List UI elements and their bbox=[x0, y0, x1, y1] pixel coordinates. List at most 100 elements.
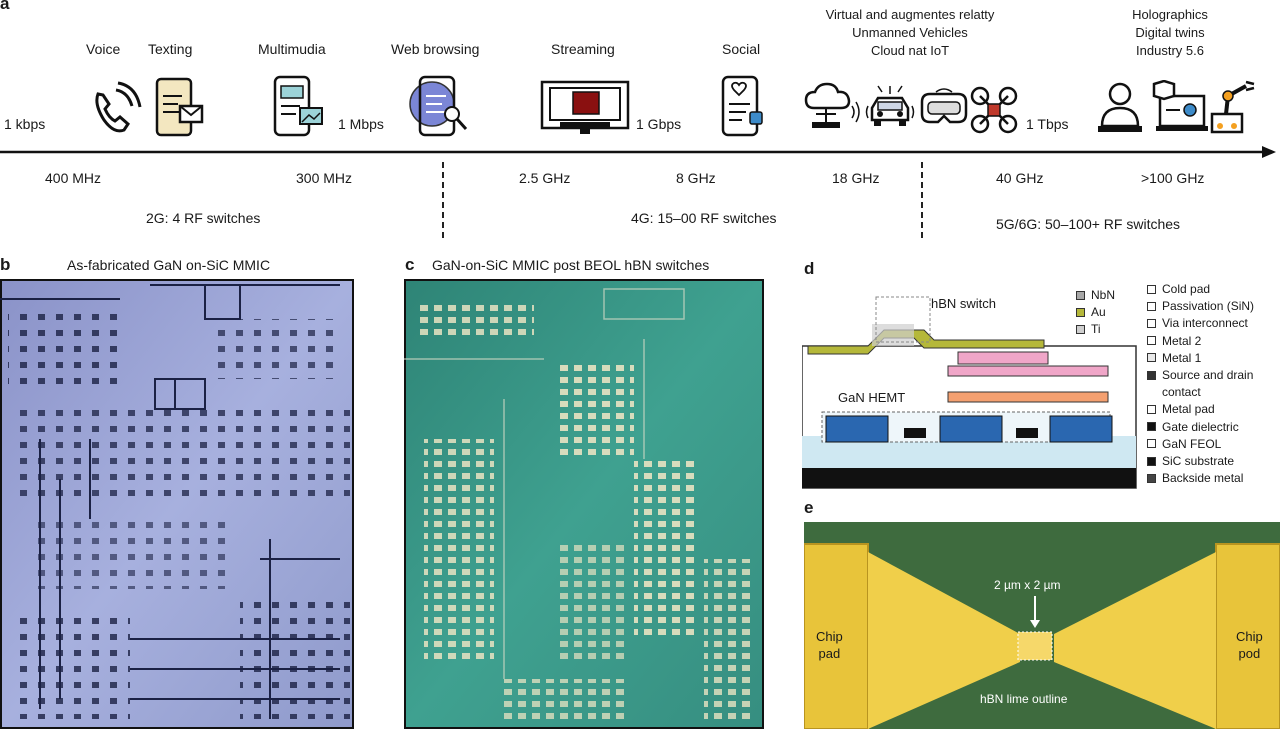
rate-kbps: 1 kbps bbox=[4, 116, 46, 132]
legend-label: Backside metal bbox=[1162, 471, 1244, 486]
freq-8ghz: 8 GHz bbox=[676, 170, 716, 186]
panel-letter-b: b bbox=[0, 255, 11, 274]
app-label-future-group: Holographics Digital twins Industry 5.6 bbox=[1100, 6, 1240, 60]
hbn-switch-label: hBN switch bbox=[931, 296, 997, 311]
legend-swatch bbox=[1147, 404, 1156, 414]
legend-swatch bbox=[1147, 439, 1156, 449]
legend-label: Via interconnect bbox=[1162, 316, 1248, 331]
legend-label: GaN FEOL bbox=[1162, 436, 1222, 451]
legend-label: Cold pad bbox=[1162, 282, 1211, 296]
app-label-web-browsing: Web browsing bbox=[391, 41, 480, 57]
switch-count-4g: 4G: 15–00 RF switches bbox=[631, 210, 777, 226]
app-label-xr-group: Virtual and augmentes relatty Unmanned V… bbox=[800, 6, 1020, 60]
vehicle-icon bbox=[865, 85, 915, 126]
app-label-holographics: Holographics bbox=[1132, 7, 1208, 22]
legend-label: Metal pad bbox=[1162, 402, 1215, 417]
legend-label: Au bbox=[1091, 305, 1106, 319]
legend-swatch bbox=[1147, 301, 1156, 311]
multimedia-phone-icon bbox=[273, 75, 323, 137]
legend-swatch bbox=[1076, 290, 1085, 300]
vr-headset-icon bbox=[920, 88, 968, 124]
legend-right-item: Metal pad bbox=[1147, 402, 1215, 416]
panel-c-title: GaN-on-SiC MMIC post BEOL hBN switches bbox=[432, 257, 710, 273]
legend-right-item: SiC substrate bbox=[1147, 454, 1234, 468]
web-browsing-icon bbox=[409, 75, 468, 137]
legend-right-item: Via interconnect bbox=[1147, 316, 1248, 330]
switch-count-2g: 2G: 4 RF switches bbox=[146, 210, 261, 226]
cloud-iot-icon bbox=[804, 82, 860, 128]
rate-gbps: 1 Gbps bbox=[636, 116, 682, 132]
legend-label: Metal 1 bbox=[1162, 350, 1202, 365]
device-cross-section-diagram bbox=[802, 296, 1137, 489]
mmic-post-beol-image bbox=[404, 279, 764, 729]
chip-pad-right-label: Chip pod bbox=[1236, 628, 1263, 662]
freq-100ghz: >100 GHz bbox=[1141, 170, 1205, 186]
app-label-texting: Texting bbox=[148, 41, 193, 57]
app-label-industry: Industry 5.6 bbox=[1136, 43, 1204, 58]
timeline-arrow bbox=[0, 146, 1276, 158]
generation-divider-2 bbox=[921, 162, 923, 238]
rate-tbps: 1 Tbps bbox=[1026, 116, 1069, 132]
legend-label: Metal 2 bbox=[1162, 333, 1202, 348]
legend-left-item: Ti bbox=[1076, 322, 1101, 336]
panel-letter-d: d bbox=[804, 259, 815, 278]
chip-pad-left-line2: pad bbox=[818, 646, 841, 661]
switch-dimension-label: 2 µm x 2 µm bbox=[994, 578, 1061, 592]
legend-swatch bbox=[1076, 324, 1085, 334]
app-label-digital-twins: Digital twins bbox=[1135, 25, 1205, 40]
gan-hemt-label: GaN HEMT bbox=[838, 390, 906, 405]
panel-letter-c: c bbox=[405, 255, 415, 274]
panel-b-title: As-fabricated GaN on-SiC MMIC bbox=[67, 257, 271, 273]
chip-pad-right-line2: pod bbox=[1238, 646, 1261, 661]
phone-icon bbox=[95, 81, 142, 133]
legend-right-item: Cold pad bbox=[1147, 282, 1210, 296]
chip-pad-left-label: Chip pad bbox=[816, 628, 843, 662]
app-label-cloud-iot: Cloud nat IoT bbox=[870, 43, 950, 58]
legend-right-item: Metal 2 bbox=[1147, 334, 1201, 348]
chip-pad-left-line1: Chip bbox=[816, 629, 843, 644]
streaming-monitor-icon bbox=[540, 80, 630, 134]
legend-swatch bbox=[1147, 422, 1156, 432]
app-label-social: Social bbox=[722, 41, 761, 57]
freq-300mhz: 300 MHz bbox=[296, 170, 353, 186]
rate-mbps: 1 Mbps bbox=[338, 116, 384, 132]
hbn-outline-label: hBN lime outline bbox=[980, 692, 1068, 706]
switch-count-5g6g: 5G/6G: 50–100+ RF switches bbox=[996, 216, 1181, 232]
legend-swatch bbox=[1147, 318, 1156, 328]
legend-label: contact bbox=[1162, 385, 1201, 400]
freq-40ghz: 40 GHz bbox=[996, 170, 1044, 186]
freq-18ghz: 18 GHz bbox=[832, 170, 880, 186]
chip-pad-right-line1: Chip bbox=[1236, 629, 1263, 644]
app-label-streaming: Streaming bbox=[551, 41, 615, 57]
legend-left-item: NbN bbox=[1076, 288, 1115, 302]
drone-icon bbox=[970, 86, 1018, 134]
legend-swatch bbox=[1147, 456, 1156, 466]
app-label-uav: Unmanned Vehicles bbox=[852, 25, 968, 40]
robot-arm-icon bbox=[1210, 80, 1255, 134]
social-phone-icon bbox=[721, 75, 763, 137]
legend-swatch bbox=[1147, 284, 1156, 294]
legend-swatch bbox=[1076, 307, 1085, 317]
app-label-multimedia: Multimudia bbox=[258, 41, 326, 57]
hbn-switch-micrograph bbox=[804, 522, 1280, 729]
legend-label: Gate dielectric bbox=[1162, 419, 1239, 434]
legend-swatch bbox=[1147, 370, 1156, 380]
legend-label: Ti bbox=[1091, 322, 1101, 336]
legend-right-item: Gate dielectric bbox=[1147, 420, 1239, 434]
hologram-person-icon bbox=[1098, 82, 1142, 132]
legend-label: SiC substrate bbox=[1162, 454, 1235, 468]
legend-right-item: Backside metal bbox=[1147, 471, 1243, 485]
legend-swatch bbox=[1147, 336, 1156, 346]
panel-letter-a: a bbox=[0, 0, 10, 13]
legend-left-item: Au bbox=[1076, 305, 1106, 319]
legend-label: NbN bbox=[1091, 288, 1116, 302]
app-label-xr: Virtual and augmentes relatty bbox=[825, 7, 995, 22]
legend-right-item: Passivation (SiN) bbox=[1147, 299, 1254, 313]
legend-swatch bbox=[1147, 353, 1156, 363]
legend-label: Passivation (SiN) bbox=[1162, 299, 1255, 314]
text-message-icon bbox=[155, 77, 204, 137]
panel-letter-e: e bbox=[804, 498, 814, 517]
legend-label: Source and drain bbox=[1162, 368, 1254, 382]
freq-400mhz: 400 MHz bbox=[45, 170, 102, 186]
legend-right-item: Source and drain bbox=[1147, 368, 1253, 382]
